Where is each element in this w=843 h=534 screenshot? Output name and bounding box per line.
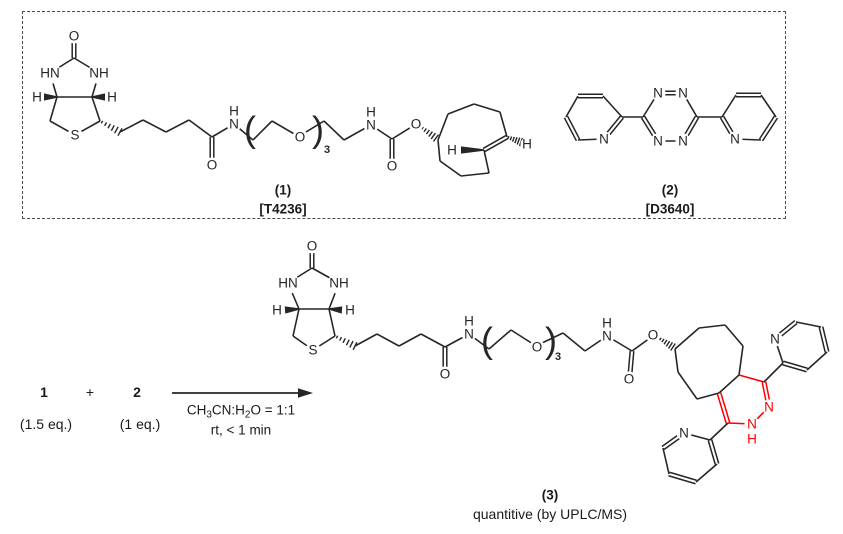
atom-label: S xyxy=(70,128,79,143)
atom-label: N xyxy=(678,86,688,101)
atom-label: H xyxy=(229,104,239,119)
reaction-arrow xyxy=(172,388,313,398)
atom-label: HN xyxy=(278,276,298,291)
atom-label: N xyxy=(464,327,474,342)
atom-label: N xyxy=(366,118,376,133)
atom-label: S xyxy=(308,343,317,358)
atom-label: H xyxy=(447,143,457,158)
plus-sign: + xyxy=(85,384,95,400)
atom-label: N xyxy=(653,86,663,101)
atom-label: H xyxy=(464,314,474,329)
atom-label: N xyxy=(678,134,688,149)
compound1-catalog: [T4236] xyxy=(259,201,307,217)
atom-label: HN xyxy=(40,66,60,81)
atom-label: ) xyxy=(312,109,324,150)
reactant-1-label: 1 xyxy=(40,384,48,400)
compound2-catalog: [D3640] xyxy=(645,201,695,217)
atom-label: O xyxy=(307,239,318,254)
reaction-solvent: CH3CN:H2O = 1:1 xyxy=(186,402,296,421)
atom-label: 3 xyxy=(555,351,561,363)
atom-label: 3 xyxy=(324,144,330,156)
atom-label: O xyxy=(387,159,398,174)
atom-label: N xyxy=(653,134,663,149)
atom-label: H xyxy=(107,90,117,105)
atom-label: O xyxy=(411,117,422,132)
atom-label: O xyxy=(532,340,543,355)
product-number: (3) xyxy=(541,487,559,503)
reactant-1-equivalents: (1.5 eq.) xyxy=(19,416,73,432)
atom-label: N xyxy=(679,426,689,441)
reactant-2-label: 2 xyxy=(133,384,141,400)
compound1-number: (1) xyxy=(274,182,292,198)
atom-label: O xyxy=(207,158,218,173)
atom-label: ( xyxy=(481,320,493,361)
atom-label: NH xyxy=(329,276,349,291)
atom-label: H xyxy=(747,432,757,447)
atom-label: N xyxy=(730,132,740,147)
atom-label: N xyxy=(229,117,239,132)
atom-label: O xyxy=(624,372,635,387)
atom-label: O xyxy=(440,367,451,382)
atom-label: H xyxy=(366,105,376,120)
reactant-2-equivalents: (1 eq.) xyxy=(119,416,161,432)
atom-label: H xyxy=(272,303,282,318)
atom-label: ( xyxy=(244,109,256,150)
reactants-box xyxy=(22,11,786,219)
atom-label: O xyxy=(648,328,659,343)
atom-label: N xyxy=(747,417,757,432)
atom-label: H xyxy=(32,90,42,105)
reaction-conditions: rt, < 1 min xyxy=(210,422,272,438)
atom-label: N xyxy=(602,329,612,344)
atom-label: O xyxy=(69,29,80,44)
atom-label: H xyxy=(345,303,355,318)
atom-label: N xyxy=(599,132,609,147)
atom-label: NH xyxy=(89,66,109,81)
product-yield: quantitive (by UPLC/MS) xyxy=(472,506,628,522)
atom-label: H xyxy=(602,316,612,331)
compound2-number: (2) xyxy=(661,182,679,198)
atom-label: N xyxy=(764,400,774,415)
atom-label: O xyxy=(295,130,306,145)
atom-label: ) xyxy=(545,320,557,361)
atom-label: H xyxy=(522,137,532,152)
atom-label: N xyxy=(770,332,780,347)
